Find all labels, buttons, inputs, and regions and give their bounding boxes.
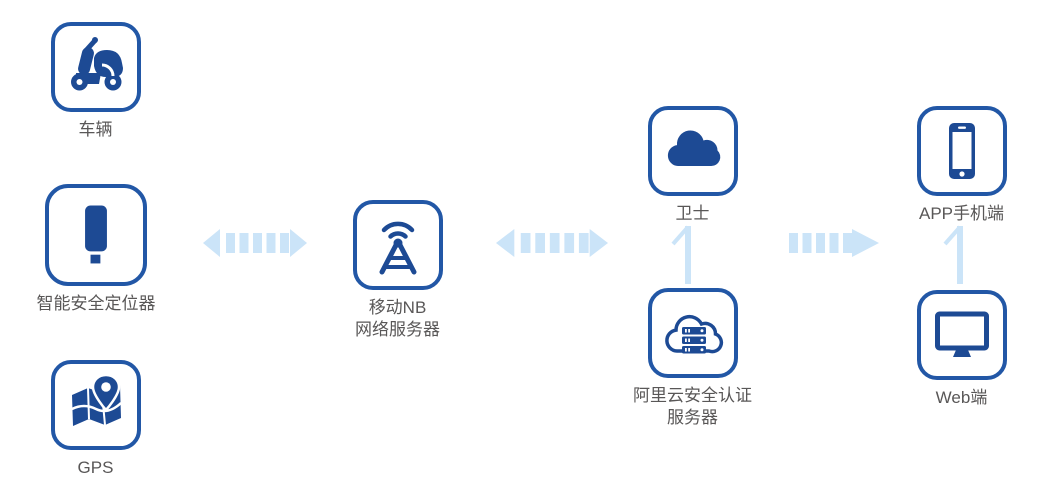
gps-icon-frame [50,360,141,450]
arrow-nb-guardian [496,229,608,257]
web-icon-frame [916,290,1007,380]
aliyun-auth-icon-frame [647,288,738,378]
node-vehicle: 车辆 [33,22,158,141]
node-label-gps: GPS [77,458,114,477]
nb-server-icon-frame [352,200,443,290]
arrow-guardian-app [789,229,879,257]
arrow-locator-nb [203,229,307,257]
node-aliyun-auth: 阿里云安全认证 服务器 [615,288,770,430]
usb-tracker-icon [85,205,107,264]
antenna-tower-icon [379,221,416,275]
node-label-app-mobile: APP手机端 [918,204,1005,223]
locator-icon-frame [45,184,147,286]
node-locator: 智能安全定位器 [20,184,172,315]
scooter-icon [70,37,123,91]
node-guardian: 卫士 [630,106,755,225]
node-label-guardian: 卫士 [675,204,710,223]
monitor-icon [934,311,989,357]
node-nb-server: 移动NB 网络服务器 [335,200,460,342]
map-pin-icon [70,373,122,426]
node-web: Web端 [899,290,1024,409]
node-gps: GPS [33,360,158,479]
vehicle-icon-frame [50,22,141,112]
guardian-icon-frame [647,106,738,196]
node-label-aliyun-auth: 阿里云安全认证 服务器 [633,386,752,428]
smartphone-icon [948,123,975,179]
node-label-locator: 智能安全定位器 [36,294,156,313]
node-label-vehicle: 车辆 [78,120,113,139]
cloud-server-icon [664,314,723,354]
arrow-up-web-app [943,225,963,284]
app-mobile-icon-frame [916,106,1007,196]
node-app-mobile: APP手机端 [899,106,1024,225]
node-label-nb-server: 移动NB 网络服务器 [355,298,440,340]
cloud-icon [667,130,720,167]
arrow-up-aliyun-guardian [671,225,691,284]
node-label-web: Web端 [935,388,988,407]
